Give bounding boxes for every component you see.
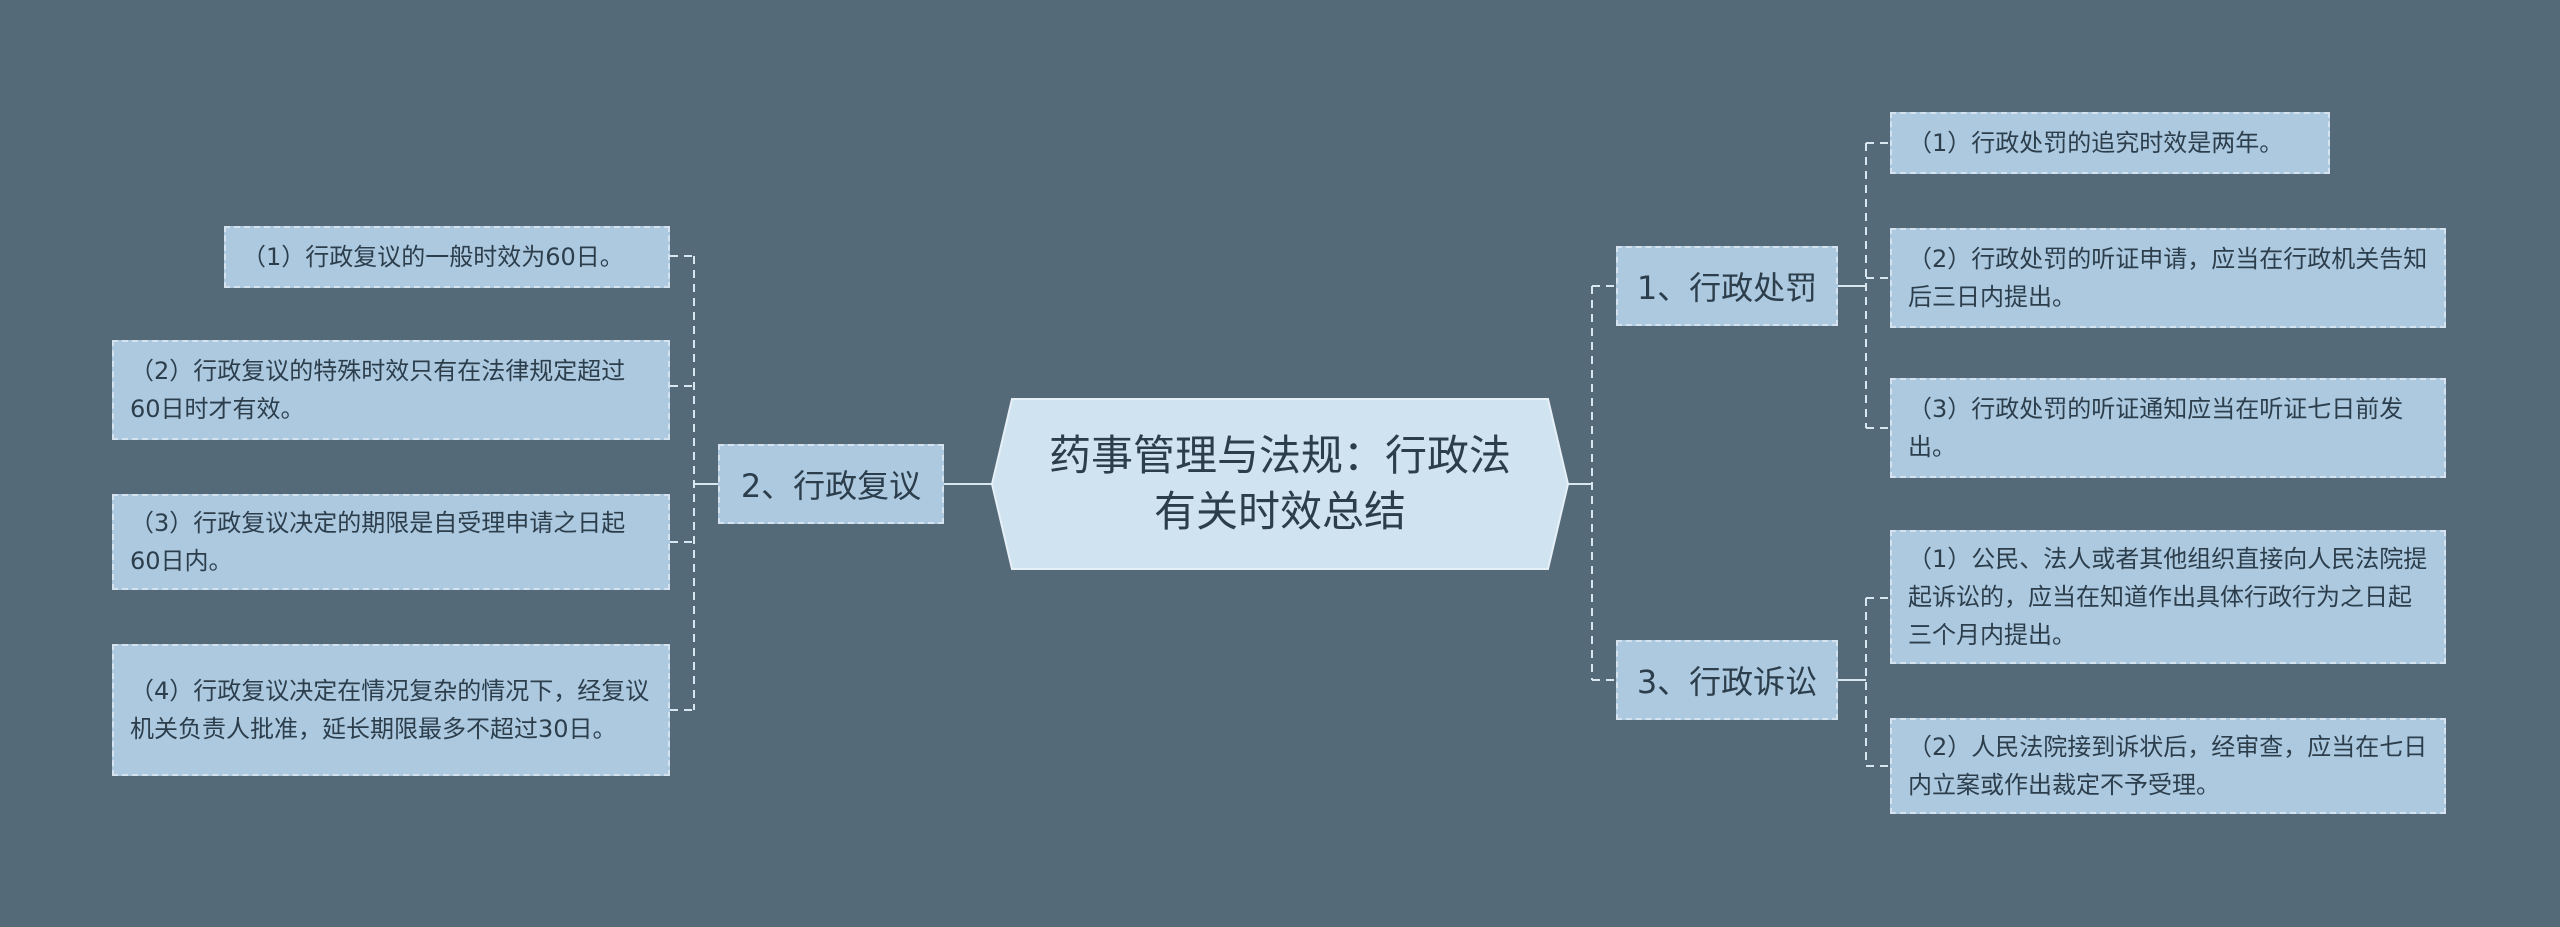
leaf-review-3[interactable]: （3）行政复议决定的期限是自受理申请之日起60日内。 [112,494,670,590]
branch-label: 3、行政诉讼 [1636,663,1818,701]
leaf-text: （2）行政处罚的听证申请，应当在行政机关告知后三日内提出。 [1908,245,2428,311]
branch-label: 1、行政处罚 [1636,269,1818,307]
leaf-review-2[interactable]: （2）行政复议的特殊时效只有在法律规定超过60日时才有效。 [112,340,670,440]
leaf-text: （4）行政复议决定在情况复杂的情况下，经复议机关负责人批准，延长期限最多不超过3… [130,677,650,743]
leaf-text: （3）行政处罚的听证通知应当在听证七日前发出。 [1908,395,2404,461]
leaf-text: （1）公民、法人或者其他组织直接向人民法院提起诉讼的，应当在知道作出具体行政行为… [1908,545,2428,649]
leaf-review-1[interactable]: （1）行政复议的一般时效为60日。 [224,226,670,288]
leaf-litigation-1[interactable]: （1）公民、法人或者其他组织直接向人民法院提起诉讼的，应当在知道作出具体行政行为… [1890,530,2446,664]
leaf-penalty-3[interactable]: （3）行政处罚的听证通知应当在听证七日前发出。 [1890,378,2446,478]
branch-administrative-review[interactable]: 2、行政复议 [718,444,944,524]
leaf-penalty-1[interactable]: （1）行政处罚的追究时效是两年。 [1890,112,2330,174]
leaf-litigation-2[interactable]: （2）人民法院接到诉状后，经审查，应当在七日内立案或作出裁定不予受理。 [1890,718,2446,814]
leaf-text: （2）行政复议的特殊时效只有在法律规定超过60日时才有效。 [130,357,626,423]
root-title-line-1: 药事管理与法规：行政法 [1048,431,1511,480]
leaf-text: （1）行政复议的一般时效为60日。 [242,243,624,271]
leaf-text: （2）人民法院接到诉状后，经审查，应当在七日内立案或作出裁定不予受理。 [1908,733,2428,799]
leaf-text: （1）行政处罚的追究时效是两年。 [1908,129,2284,157]
root-title: 药事管理与法规：行政法 有关时效总结 [1049,428,1511,540]
root-title-line-2: 有关时效总结 [1153,487,1406,536]
leaf-review-4[interactable]: （4）行政复议决定在情况复杂的情况下，经复议机关负责人批准，延长期限最多不超过3… [112,644,670,776]
branch-administrative-penalty[interactable]: 1、行政处罚 [1616,246,1838,326]
root-node-shape[interactable] [990,398,1570,570]
branch-label: 2、行政复议 [740,467,922,505]
leaf-penalty-2[interactable]: （2）行政处罚的听证申请，应当在行政机关告知后三日内提出。 [1890,228,2446,328]
branch-administrative-litigation[interactable]: 3、行政诉讼 [1616,640,1838,720]
root-node[interactable]: 药事管理与法规：行政法 有关时效总结 [1000,398,1560,570]
leaf-text: （3）行政复议决定的期限是自受理申请之日起60日内。 [130,509,626,575]
